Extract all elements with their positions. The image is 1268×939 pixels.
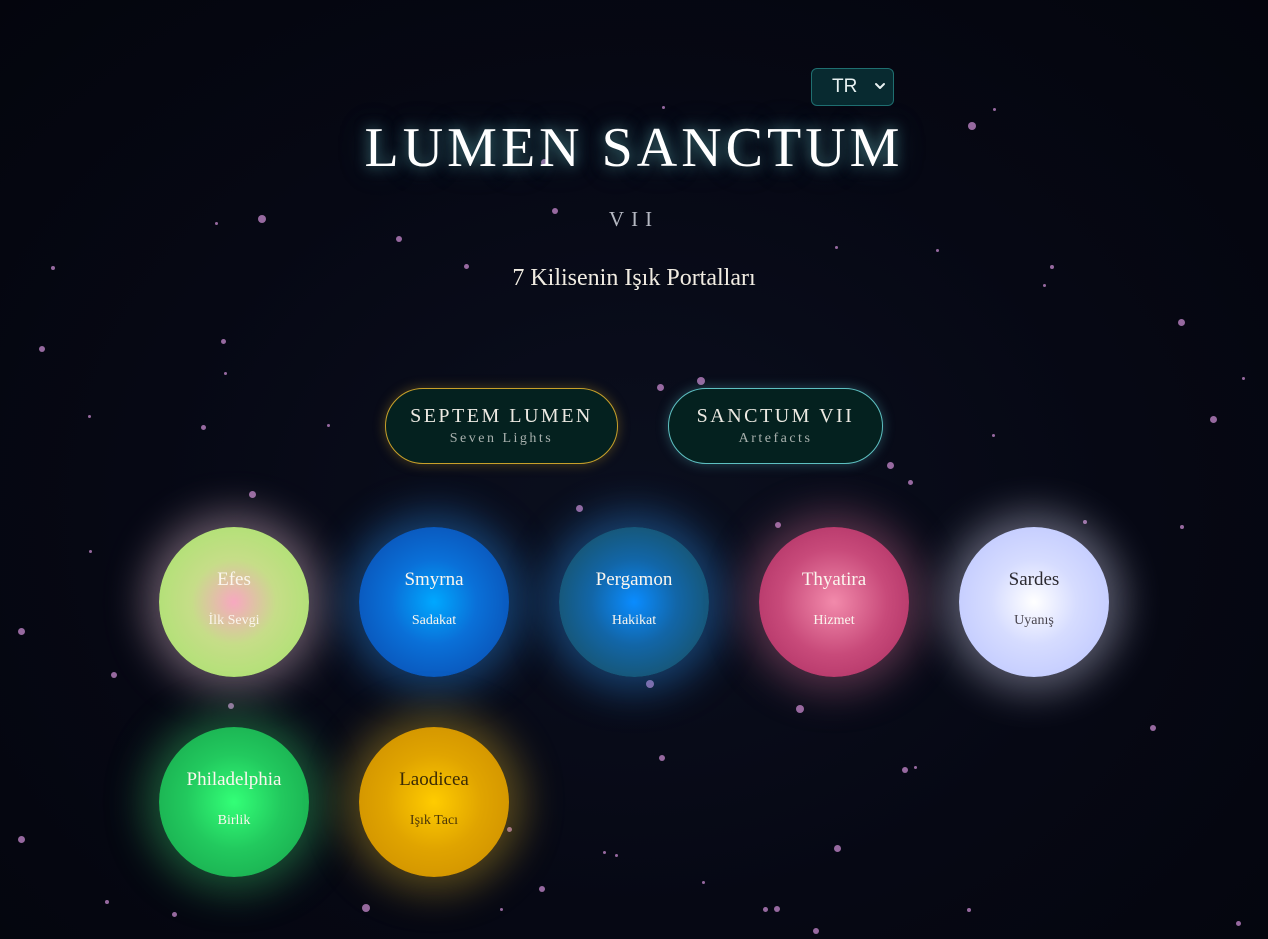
page-title: LUMEN SANCTUM (364, 117, 904, 179)
church-virtue: İlk Sevgi (208, 613, 260, 628)
church-name: Pergamon (595, 569, 673, 590)
language-select[interactable]: TR (811, 68, 894, 106)
church-portal-efes[interactable]: Efes İlk Sevgi (159, 527, 309, 677)
chevron-down-icon (875, 83, 885, 89)
button-sublabel: Seven Lights (449, 431, 554, 446)
button-label: SEPTEM LUMEN (410, 405, 593, 427)
church-virtue: Hizmet (813, 613, 855, 628)
church-portal-philadelphia[interactable]: Philadelphia Birlik (159, 727, 309, 877)
church-virtue: Işık Tacı (409, 813, 459, 828)
church-name: Sardes (1008, 569, 1060, 590)
church-portal-laodicea[interactable]: Laodicea Işık Tacı (359, 727, 509, 877)
church-portal-smyrna[interactable]: Smyrna Sadakat (359, 527, 509, 677)
church-name: Efes (217, 569, 251, 590)
church-name: Thyatira (801, 569, 867, 590)
church-name: Philadelphia (186, 769, 282, 790)
church-virtue: Sadakat (411, 613, 457, 628)
church-virtue: Uyanış (1014, 613, 1054, 628)
church-virtue: Birlik (217, 813, 251, 828)
church-name: Smyrna (404, 569, 464, 590)
language-select-value: TR (832, 76, 858, 97)
church-portal-pergamon[interactable]: Pergamon Hakikat (559, 527, 709, 677)
button-sublabel: Artefacts (738, 431, 813, 446)
church-name: Laodicea (399, 769, 469, 790)
roman-numeral: VII (608, 207, 660, 231)
sanctum-vii-button[interactable]: SANCTUM VII Artefacts (668, 388, 883, 464)
church-virtue: Hakikat (611, 613, 657, 628)
button-label: SANCTUM VII (696, 405, 855, 427)
church-portal-sardes[interactable]: Sardes Uyanış (959, 527, 1109, 677)
church-portal-thyatira[interactable]: Thyatira Hizmet (759, 527, 909, 677)
septem-lumen-button[interactable]: SEPTEM LUMEN Seven Lights (385, 388, 618, 464)
page-subtitle: 7 Kilisenin Işık Portalları (512, 265, 756, 291)
